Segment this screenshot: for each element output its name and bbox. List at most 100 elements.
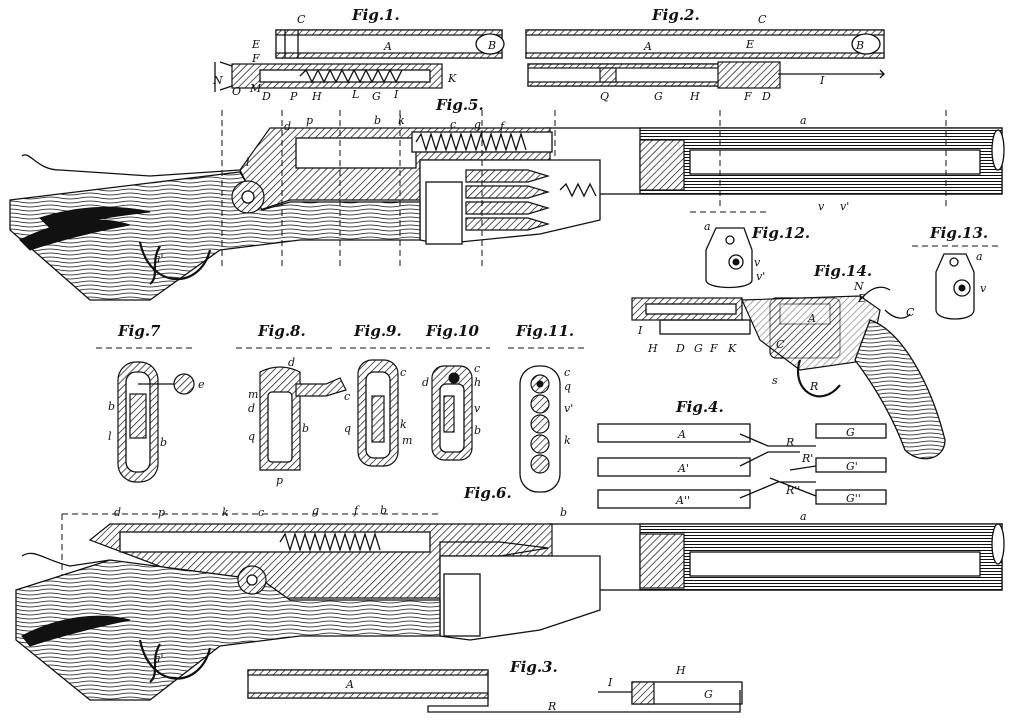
svg-text:q: q [248, 430, 255, 443]
fig6-trigger [149, 643, 161, 683]
svg-text:C: C [906, 306, 915, 319]
figure-9: Fig.9. c c q k m [340, 322, 412, 467]
svg-text:k: k [400, 418, 407, 431]
fig12-caption: Fig.12. [751, 224, 810, 242]
svg-text:G: G [694, 342, 703, 355]
svg-text:C: C [758, 13, 767, 26]
svg-text:l: l [246, 156, 250, 169]
svg-text:G': G' [846, 460, 858, 473]
svg-text:C: C [297, 13, 306, 26]
fig10-caption: Fig.10 [425, 322, 479, 340]
figure-7: Fig.7 b l b e [96, 322, 205, 483]
svg-text:E: E [251, 38, 260, 51]
svg-text:f: f [353, 504, 360, 517]
svg-text:G: G [654, 90, 663, 103]
figure-14-revolver: Fig.14. I H D G F K A N E C C R s [631, 262, 946, 460]
svg-text:a: a [800, 510, 807, 523]
svg-text:R'': R'' [785, 484, 800, 497]
svg-text:A: A [345, 678, 354, 691]
svg-text:h: h [474, 376, 481, 389]
fig5-caption: Fig.5. [435, 96, 484, 114]
svg-text:v': v' [564, 402, 573, 415]
svg-text:B: B [855, 39, 864, 52]
fig8-caption: Fig.8. [257, 322, 306, 340]
svg-text:b: b [302, 422, 309, 435]
svg-text:I: I [393, 88, 399, 101]
fig6-caption: Fig.6. [463, 484, 512, 502]
svg-text:R: R [547, 700, 556, 713]
figure-5-rifle: Fig.5. a [9, 96, 1005, 301]
svg-text:K: K [447, 72, 457, 85]
svg-text:d: d [248, 402, 255, 415]
svg-text:k: k [564, 434, 571, 447]
svg-text:L: L [351, 88, 359, 101]
svg-text:A': A' [677, 462, 689, 475]
fig6-trigger-guard [138, 639, 212, 680]
svg-text:a': a' [154, 652, 164, 665]
svg-text:G'': G'' [846, 492, 861, 505]
figure-12: Fig.12. a v v' [690, 211, 810, 289]
svg-text:d: d [284, 120, 291, 133]
svg-text:N: N [212, 74, 223, 87]
svg-text:I: I [607, 676, 613, 689]
svg-text:b: b [380, 504, 387, 517]
svg-text:p: p [158, 506, 165, 519]
svg-text:d: d [114, 506, 121, 519]
svg-text:F: F [251, 52, 260, 65]
fig3-caption: Fig.3. [509, 658, 558, 676]
svg-text:O: O [232, 85, 241, 98]
figure-13: Fig.13. a v [912, 224, 1000, 320]
svg-text:B: B [487, 39, 496, 52]
svg-text:C: C [776, 338, 785, 351]
figure-10: Fig.10 d c h v b [416, 322, 490, 461]
svg-text:b: b [108, 400, 115, 413]
svg-text:R: R [809, 380, 818, 393]
svg-text:g: g [312, 504, 319, 517]
svg-text:c: c [450, 118, 456, 131]
fig14-trigger-guard [797, 359, 841, 398]
svg-text:c: c [258, 506, 264, 519]
svg-text:b: b [474, 424, 481, 437]
svg-text:A: A [643, 40, 652, 53]
svg-text:D: D [261, 90, 271, 103]
fig6-stock [15, 559, 441, 701]
svg-text:d: d [288, 356, 295, 369]
figure-8: Fig.8. d m d q b p [236, 322, 347, 487]
figure-4: Fig.4. A A' A'' R R' R'' G G' G'' [597, 398, 887, 509]
svg-text:G: G [846, 426, 855, 439]
svg-text:E: E [857, 292, 866, 305]
svg-text:c: c [344, 390, 350, 403]
fig5-cartridges [465, 169, 551, 231]
svg-text:M: M [249, 82, 262, 95]
svg-text:Q: Q [600, 90, 609, 103]
fig2-caption: Fig.2. [651, 6, 700, 24]
svg-text:H: H [647, 342, 658, 355]
svg-text:I: I [637, 324, 643, 337]
fig12-block [705, 227, 753, 289]
svg-text:a: a [704, 220, 711, 233]
svg-text:I: I [819, 74, 825, 87]
svg-text:a': a' [154, 252, 164, 265]
svg-text:A: A [677, 428, 686, 441]
figure-6-rifle: Fig.6. a d p k c g f b b a' [15, 484, 1005, 701]
svg-text:R': R' [801, 452, 813, 465]
fig11-caption: Fig.11. [515, 322, 574, 340]
svg-text:H: H [675, 664, 686, 677]
svg-text:e: e [198, 378, 205, 391]
svg-text:q: q [564, 380, 571, 393]
svg-text:G: G [372, 90, 381, 103]
svg-text:H: H [689, 90, 700, 103]
svg-text:b: b [560, 506, 567, 519]
svg-text:G: G [704, 688, 713, 701]
svg-text:A'': A'' [675, 494, 690, 507]
svg-text:v: v [980, 282, 987, 295]
svg-text:m: m [248, 388, 258, 401]
svg-text:c: c [474, 362, 480, 375]
svg-text:l: l [108, 430, 112, 443]
svg-text:D: D [675, 342, 685, 355]
svg-text:v: v [754, 256, 761, 269]
fig4-caption: Fig.4. [675, 398, 724, 416]
fig11-cartridge-stack [530, 374, 550, 474]
svg-text:A: A [807, 312, 816, 325]
